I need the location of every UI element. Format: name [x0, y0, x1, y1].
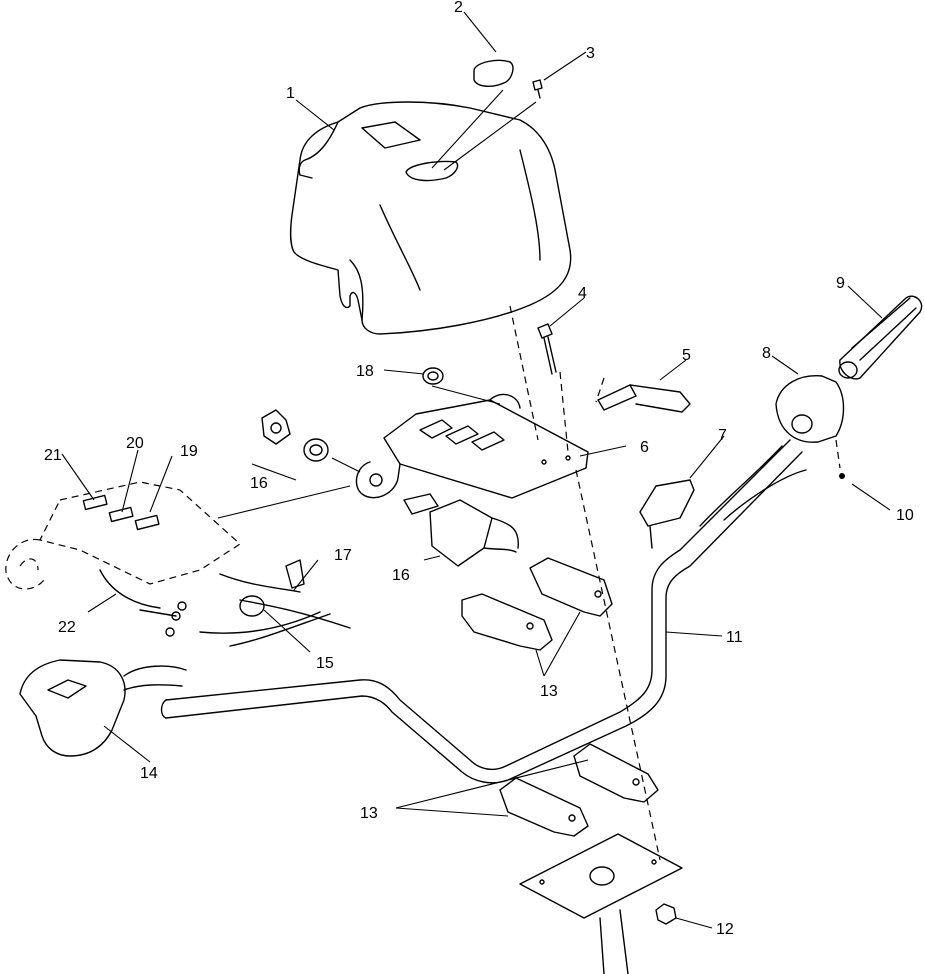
callout-7: 7	[718, 427, 727, 444]
switch-panel	[5, 481, 241, 590]
callout-16-upper: 16	[250, 475, 268, 492]
cover-screw	[532, 79, 543, 99]
callout-18: 18	[356, 363, 374, 380]
callout-22: 22	[58, 619, 76, 636]
ignition-key	[595, 377, 691, 413]
callout-4: 4	[578, 285, 587, 302]
switch-bracket	[639, 479, 695, 549]
wire-harness	[199, 559, 351, 647]
callout-1: 1	[286, 85, 295, 102]
callout-14: 14	[140, 765, 158, 782]
throttle-housing	[775, 375, 845, 443]
callout-19: 19	[180, 443, 198, 460]
callout-21: 21	[44, 447, 62, 464]
housing-screw	[835, 439, 845, 479]
lock-nut	[655, 903, 677, 925]
callout-17: 17	[334, 547, 352, 564]
callout-11: 11	[726, 629, 743, 646]
handlebar	[160, 439, 807, 784]
callout-10: 10	[896, 507, 914, 524]
handlebar-clamp-upper	[461, 557, 613, 651]
switch-connector	[261, 409, 329, 462]
handlebar-clamp-lower	[499, 743, 659, 837]
hand-grip	[838, 295, 923, 380]
control-housing	[19, 659, 187, 757]
callout-13-upper: 13	[540, 683, 558, 700]
callout-3: 3	[586, 45, 595, 62]
callout-20: 20	[126, 435, 144, 452]
switch-wiring	[99, 569, 187, 637]
callout-2: 2	[454, 0, 463, 16]
callout-12: 12	[716, 921, 734, 938]
cover-cap	[473, 59, 514, 87]
callout-6: 6	[640, 439, 649, 456]
grommet	[422, 367, 444, 385]
bolt	[537, 323, 557, 375]
callout-15: 15	[316, 655, 334, 672]
callout-13-lower: 13	[360, 805, 378, 822]
ignition-switch	[403, 493, 519, 567]
callout-9: 9	[836, 275, 845, 292]
base-plate	[519, 833, 683, 974]
callout-8: 8	[762, 345, 771, 362]
callout-16-lower: 16	[392, 567, 410, 584]
handlebar-cover	[289, 101, 572, 335]
mounting-plate	[355, 393, 589, 499]
callout-5: 5	[682, 347, 691, 364]
